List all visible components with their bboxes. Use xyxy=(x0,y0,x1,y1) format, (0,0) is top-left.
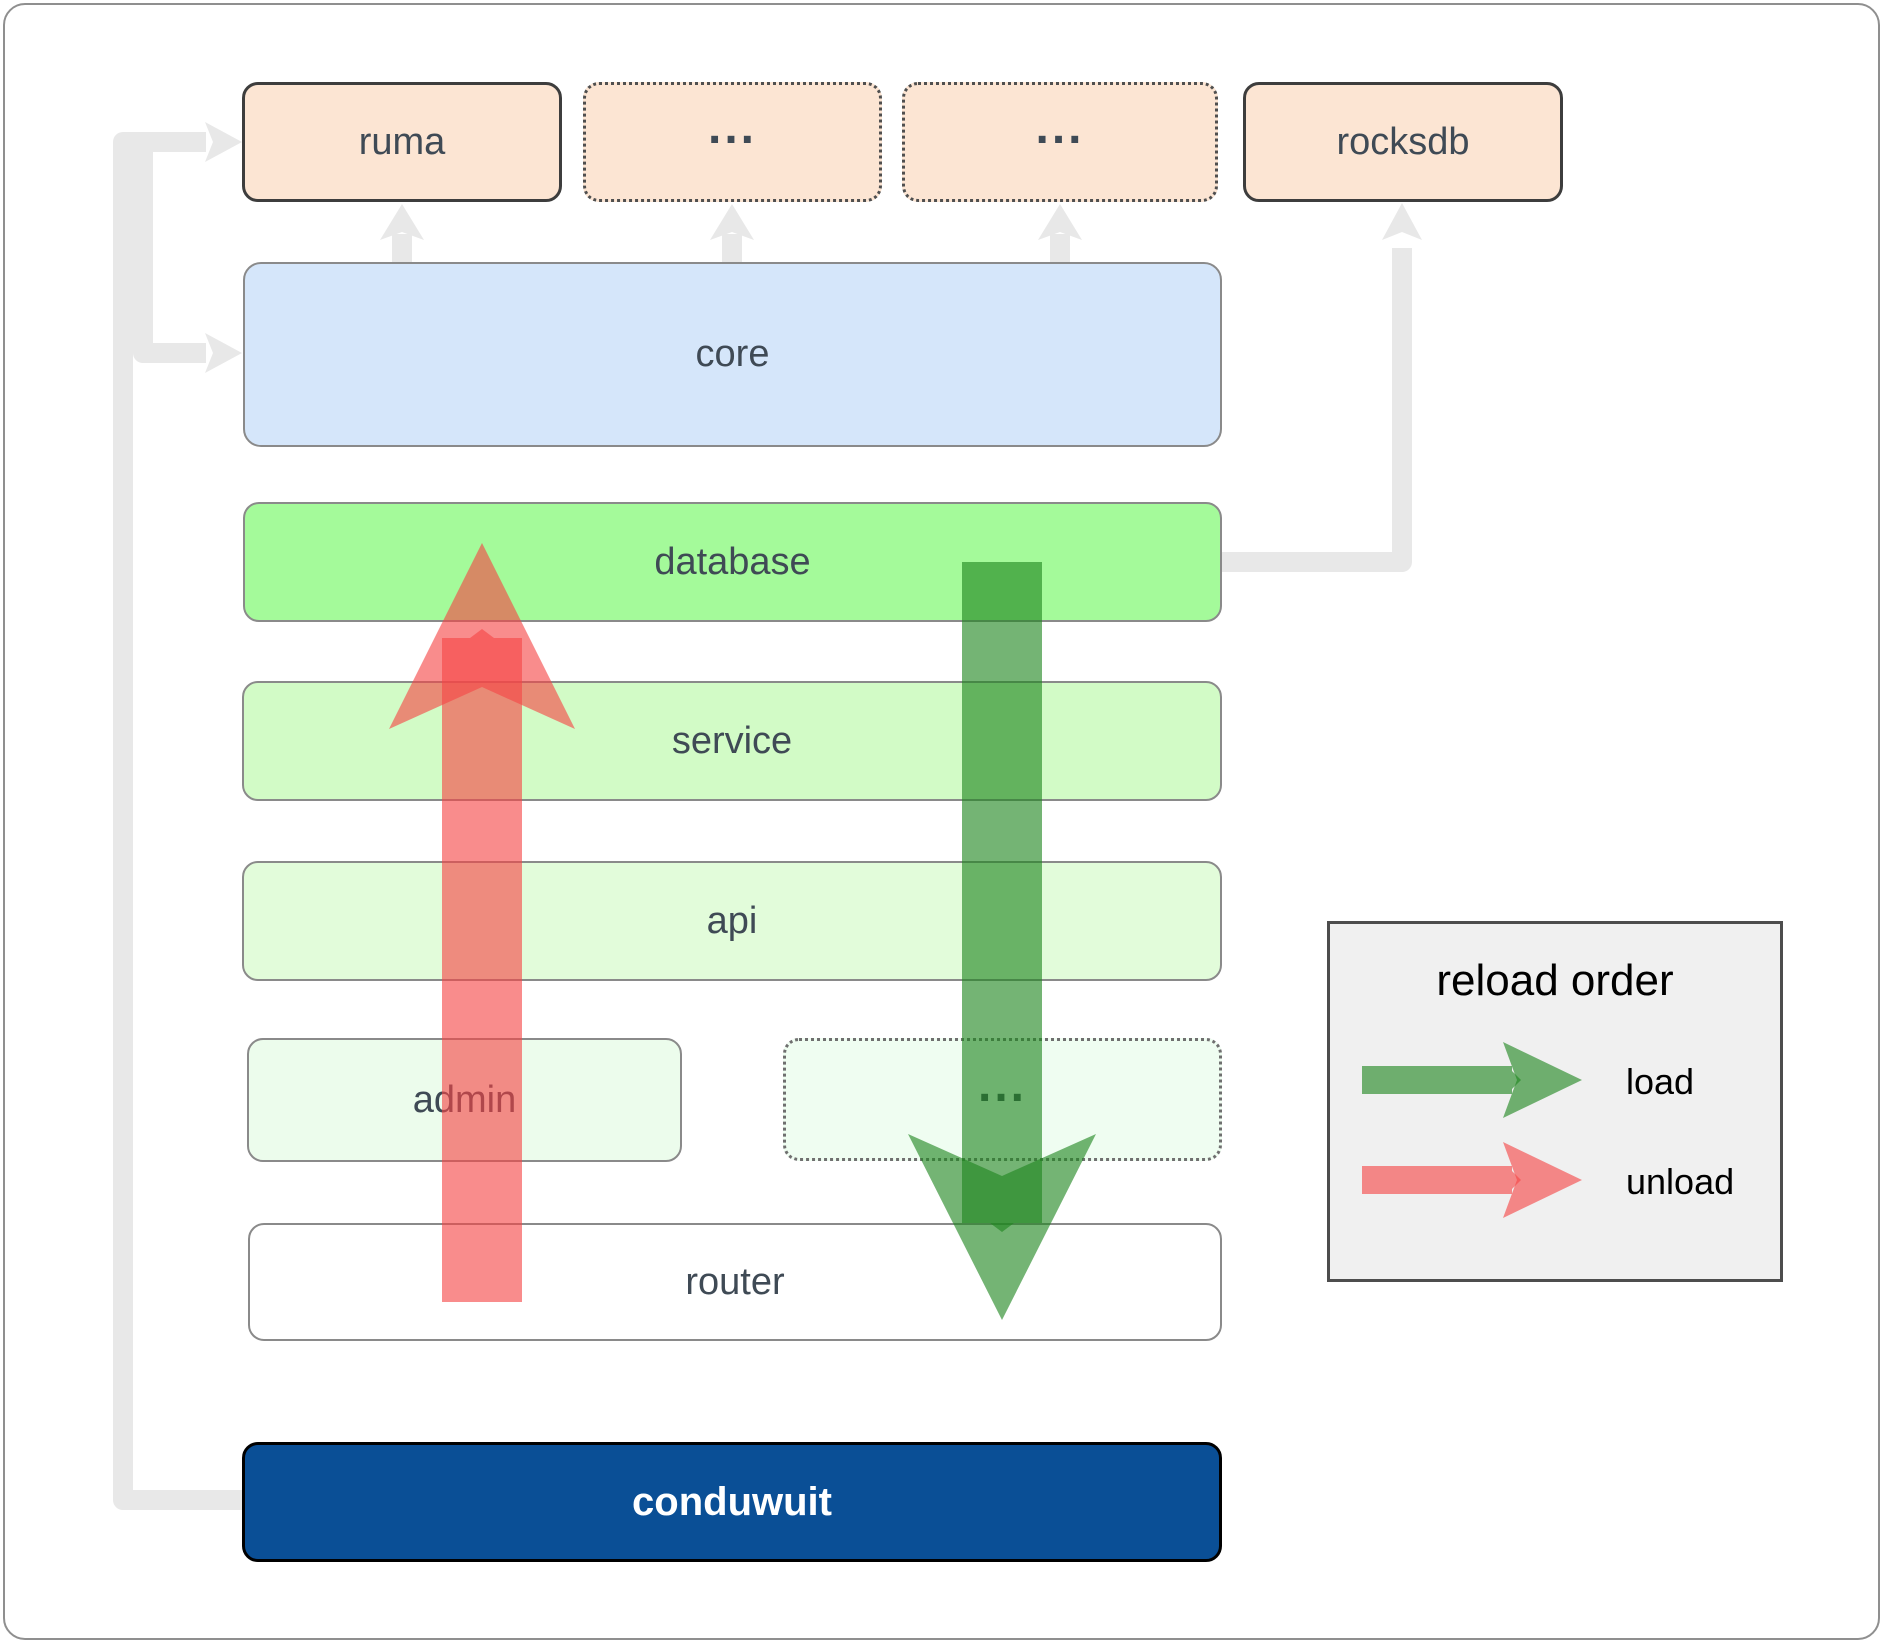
load-arrow-icon xyxy=(1362,1042,1582,1118)
legend-unload-label: unload xyxy=(1626,1161,1735,1202)
node-rocksdb: rocksdb xyxy=(1243,82,1563,202)
node-conduwuit: conduwuit xyxy=(242,1442,1222,1562)
node-database: database xyxy=(243,502,1222,622)
legend-row-load: load xyxy=(1330,1042,1780,1122)
node-ruma-label: ruma xyxy=(358,120,446,163)
unload-arrow-icon xyxy=(1362,1142,1582,1218)
node-ruma: ruma xyxy=(242,82,562,202)
node-core: core xyxy=(243,262,1222,447)
node-router: router xyxy=(248,1223,1222,1341)
node-api: api xyxy=(242,861,1222,981)
node-service: service xyxy=(242,681,1222,801)
node-api-label: api xyxy=(706,899,758,942)
node-database-label: database xyxy=(654,540,811,583)
node-service-label: service xyxy=(671,719,793,762)
node-more-modules-1: ... xyxy=(583,82,882,202)
node-core-label: core xyxy=(695,333,770,375)
node-admin: admin xyxy=(247,1038,682,1162)
node-rocksdb-label: rocksdb xyxy=(1336,120,1470,163)
node-admin-label: admin xyxy=(412,1078,517,1121)
node-router-label: router xyxy=(685,1260,785,1303)
node-conduwuit-label: conduwuit xyxy=(632,1479,832,1524)
node-more-admin: ... xyxy=(783,1038,1222,1161)
node-more-modules-2: ... xyxy=(902,82,1218,202)
legend-load-label: load xyxy=(1626,1061,1695,1102)
diagram-outer-frame xyxy=(3,3,1880,1640)
legend-reload-order: reload order load unload xyxy=(1327,921,1783,1282)
legend-title: reload order xyxy=(1436,956,1674,1005)
legend-row-unload: unload xyxy=(1330,1142,1780,1222)
